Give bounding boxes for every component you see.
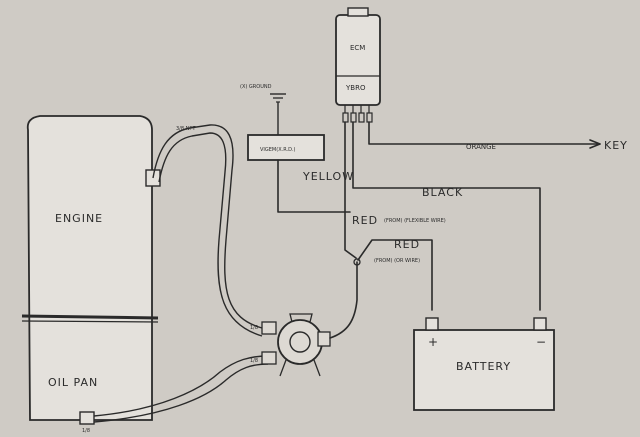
battery-positive-label: + [428,335,438,349]
wire-red-sub-label: RED [394,238,420,251]
fitting-top-label: 3/8 NPT [176,126,196,132]
wire-black-label: BLACK [422,186,463,199]
ground-label: (X) GROUND [240,84,272,90]
wire-orange-label: ORANGE [466,143,496,151]
vigem-module [247,134,325,161]
engine-block [21,115,161,425]
battery-negative-label: − [536,335,546,349]
fitting-pan-label: 1/8 [82,428,90,434]
oil-pump [261,313,331,377]
battery-label: BATTERY [456,360,511,373]
wire-red-main-note: (FROM) (FLEXIBLE WIRE) [384,218,446,224]
vigem-label: VIGEM(X.R.D.) [260,147,296,153]
oil-hoses [93,124,269,423]
wire-key-label: KEY [604,139,628,152]
ecm-label: ECM [350,44,365,52]
ground-symbol [270,93,286,135]
battery [413,317,555,411]
wires [277,121,601,339]
wire-red-sub-note: (FROM) (OR WIRE) [374,258,420,264]
oil-pan-label: OIL PAN [48,376,98,389]
engine-label: ENGINE [55,212,103,225]
ecm-module [335,7,381,123]
ecm-pin-label: YBRO [345,84,366,92]
fitting-pump-in-label: 1/8 [250,325,258,331]
wire-yellow-label: YELLOW [302,170,354,183]
wire-red-main-label: RED [352,214,378,227]
fitting-pump-out-label: 1/8 [250,358,258,364]
